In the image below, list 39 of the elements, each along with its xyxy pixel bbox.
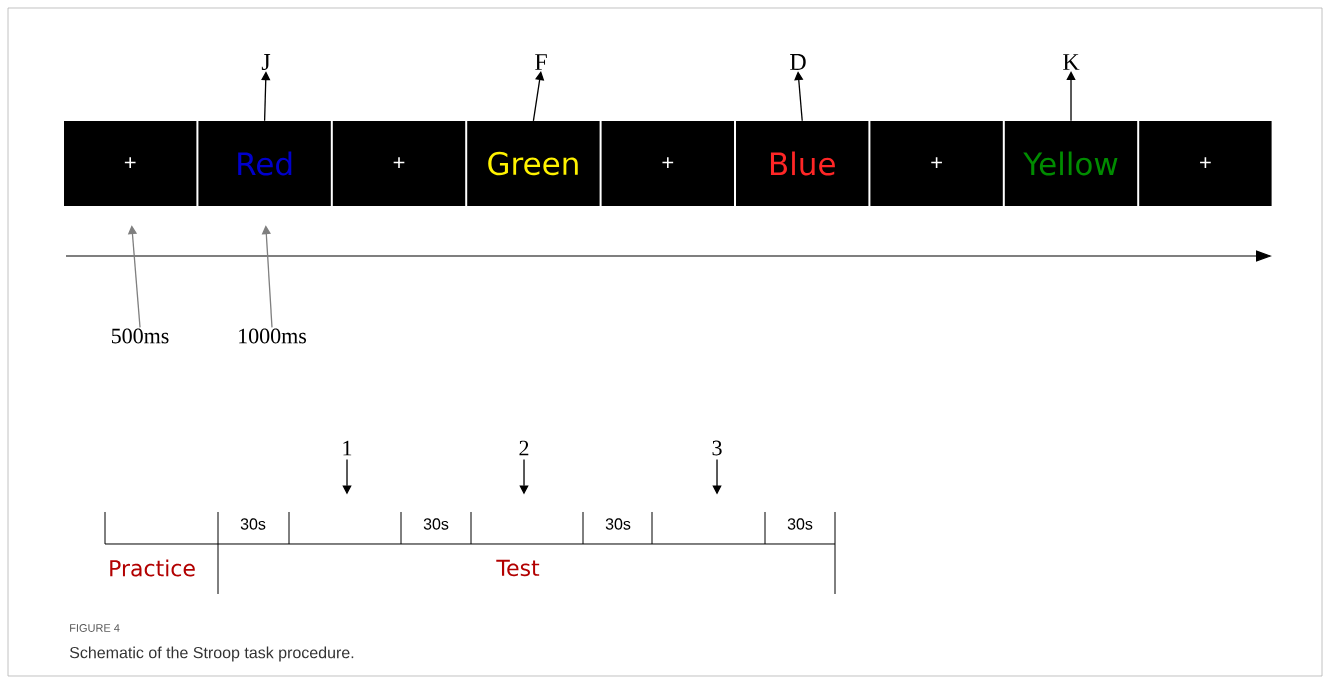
- fixation-cross-box: +: [1139, 121, 1272, 206]
- node-label: Blue: [770, 151, 835, 176]
- fixation-cross-box: +: [64, 121, 197, 206]
- phase-label: Test: [496, 559, 540, 577]
- phase-label: Practice: [110, 559, 195, 577]
- node-label: Red: [238, 151, 292, 176]
- response-key: D: [790, 54, 806, 70]
- duration-label: 1000ms: [239, 328, 307, 344]
- color-word-box: Yellow: [1004, 121, 1138, 206]
- color-word-box: Blue: [736, 121, 869, 206]
- node-label: Yellow: [1023, 151, 1118, 176]
- response-key: K: [1063, 54, 1080, 70]
- response-key: F: [535, 54, 547, 70]
- response-key: J: [261, 54, 271, 70]
- fixation-cross-box: +: [870, 121, 1003, 206]
- caption: Schematic of the Stroop task procedure.: [69, 646, 354, 662]
- node-label: Green: [488, 151, 578, 176]
- arrow: [127, 225, 141, 328]
- node-label: +: [393, 157, 405, 168]
- block-number: 1: [343, 440, 352, 456]
- block-number: 2: [519, 440, 529, 456]
- arrow: [261, 225, 273, 328]
- color-word-box: Red: [198, 121, 331, 206]
- node-label: +: [1200, 157, 1211, 168]
- duration-label: 30s: [605, 518, 631, 530]
- duration-label: 500ms: [111, 328, 169, 344]
- node-label: +: [124, 157, 136, 168]
- duration-label: 30s: [240, 518, 266, 530]
- arrow: [1066, 71, 1076, 122]
- block-number: 3: [712, 440, 722, 456]
- figure-number: FIGURE 4: [70, 624, 120, 632]
- duration-label: 30s: [423, 518, 449, 530]
- node-label: +: [662, 157, 674, 168]
- color-word-box: Green: [467, 121, 600, 206]
- fixation-cross-box: +: [601, 121, 734, 206]
- fixation-cross-box: +: [332, 121, 466, 206]
- arrow: [261, 71, 271, 122]
- duration-label: 30s: [787, 518, 813, 530]
- node-label: +: [931, 157, 942, 168]
